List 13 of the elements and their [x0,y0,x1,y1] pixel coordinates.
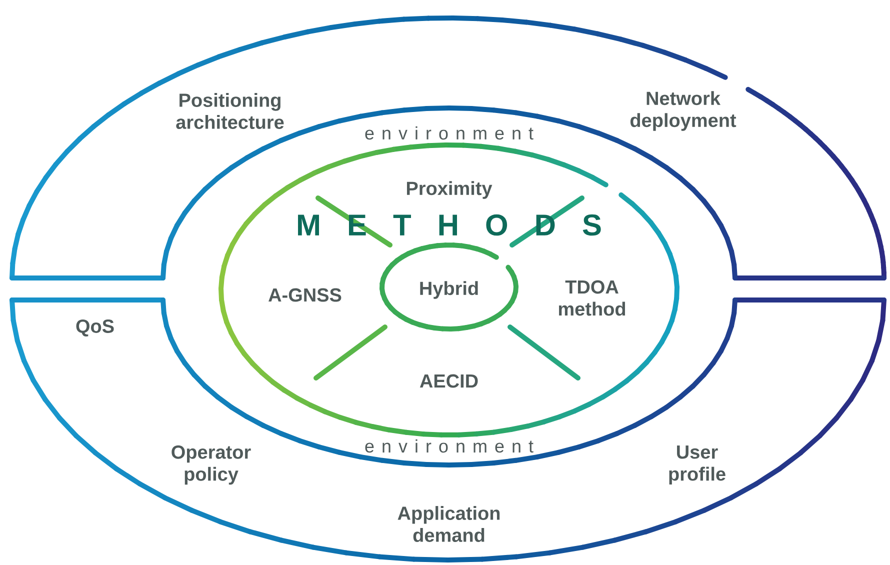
method-label: Proximity [406,181,492,199]
band-label: Network deployment [630,91,736,131]
method-label: AECID [420,374,478,388]
band-label: Application demand [398,506,500,542]
method-label: A-GNSS [268,288,342,302]
environment-label: e n v i r o n m e n t [365,126,534,140]
band-label: User profile [669,446,726,484]
environment-label: e n v i r o n m e n t [365,439,534,453]
band-label: QoS [76,320,114,336]
method-label: TDOA method [558,280,626,316]
band-label: Operator policy [172,445,251,485]
band-label: Positioning architecture [176,93,284,129]
method-label: Hybrid [420,281,478,299]
